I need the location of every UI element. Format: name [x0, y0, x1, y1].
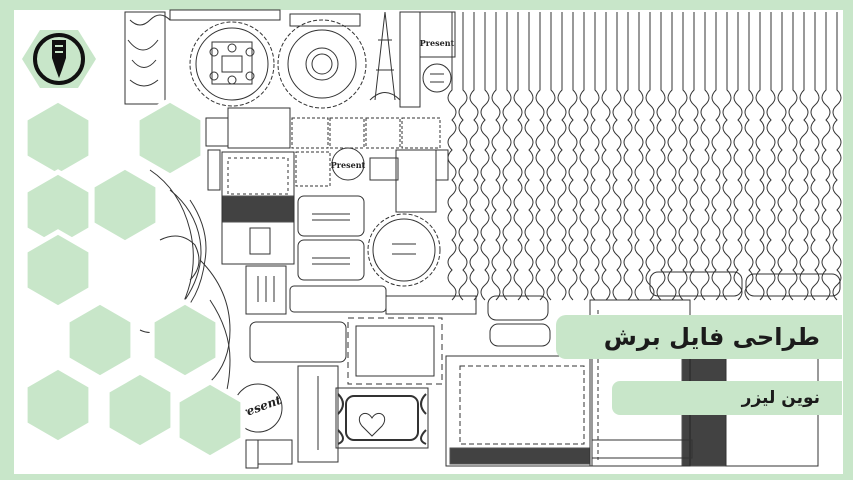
wave-slot-line: [667, 12, 677, 301]
hexagon-tile: [64, 299, 136, 381]
banner-subtitle: نوین لیزر: [741, 388, 820, 408]
wavy-slot-lines: [447, 12, 842, 301]
wave-slot-line: [700, 12, 710, 301]
wave-slot-line: [469, 12, 479, 301]
wave-slot-line: [678, 12, 688, 301]
wave-slot-line: [656, 12, 666, 301]
hexagon-tile: [104, 369, 176, 451]
wave-slot-line: [689, 12, 699, 301]
wave-slot-line: [777, 12, 787, 301]
wave-slot-line: [524, 12, 534, 301]
banner-title: طراحی فایل برش: [603, 323, 820, 351]
left-frame-strip: [0, 0, 14, 480]
wave-slot-line: [513, 12, 523, 301]
present-label-small: Present: [331, 160, 366, 170]
bottom-frame-strip: [0, 474, 853, 480]
bottom-panels: [445, 271, 841, 467]
wave-slot-line: [744, 12, 754, 301]
gear-left: [189, 21, 275, 107]
hexagon-tile: [22, 364, 94, 446]
wave-slot-line: [788, 12, 798, 301]
right-frame-strip: [843, 0, 853, 480]
wave-slot-line: [733, 12, 743, 301]
wave-slot-line: [755, 12, 765, 301]
wave-slot-line: [832, 12, 842, 301]
title-banner: طراحی فایل برش: [556, 315, 842, 359]
wave-slot-line: [502, 12, 512, 301]
wave-slot-line: [711, 12, 721, 301]
wave-slot-line: [458, 12, 468, 301]
wave-slot-line: [491, 12, 501, 301]
wave-slot-line: [821, 12, 831, 301]
wave-slot-line: [612, 12, 622, 301]
wave-slot-line: [579, 12, 589, 301]
wave-slot-line: [645, 12, 655, 301]
wave-slot-line: [480, 12, 490, 301]
present-label-top: Present: [420, 38, 455, 48]
wave-slot-line: [568, 12, 578, 301]
laser-nozzle-icon: [22, 30, 96, 88]
wave-slot-line: [766, 12, 776, 301]
hexagon-tile: [22, 229, 94, 311]
top-small-pieces: [169, 9, 456, 108]
wave-slot-line: [810, 12, 820, 301]
wave-slot-line: [535, 12, 545, 301]
slotted-box: [221, 147, 449, 265]
hexagon-pattern: [0, 0, 246, 480]
tab-row: [205, 107, 441, 149]
wave-slot-line: [623, 12, 633, 301]
hexagon-tile: [149, 299, 221, 381]
wave-slot-line: [601, 12, 611, 301]
subtitle-banner: نوین لیزر: [612, 381, 842, 415]
tower-ornament: [369, 11, 401, 101]
wave-slot-line: [799, 12, 809, 301]
hexagon-tile: [22, 97, 94, 179]
lower-pieces: [233, 317, 443, 465]
gear-middle: [277, 13, 367, 109]
wave-slot-line: [722, 12, 732, 301]
hexagon-tile: [174, 379, 246, 461]
hexagon-tile: [89, 164, 161, 246]
plate-pieces: [245, 195, 477, 315]
wave-slot-line: [557, 12, 567, 301]
hexagon-tile: [134, 97, 206, 179]
left-strip-pieces: [207, 149, 259, 469]
present-engravings: Present Present Present: [229, 38, 454, 424]
wave-slot-line: [546, 12, 556, 301]
top-frame-strip: [0, 0, 853, 10]
wave-slot-line: [590, 12, 600, 301]
wave-slot-line: [634, 12, 644, 301]
wave-slot-line: [447, 12, 457, 301]
